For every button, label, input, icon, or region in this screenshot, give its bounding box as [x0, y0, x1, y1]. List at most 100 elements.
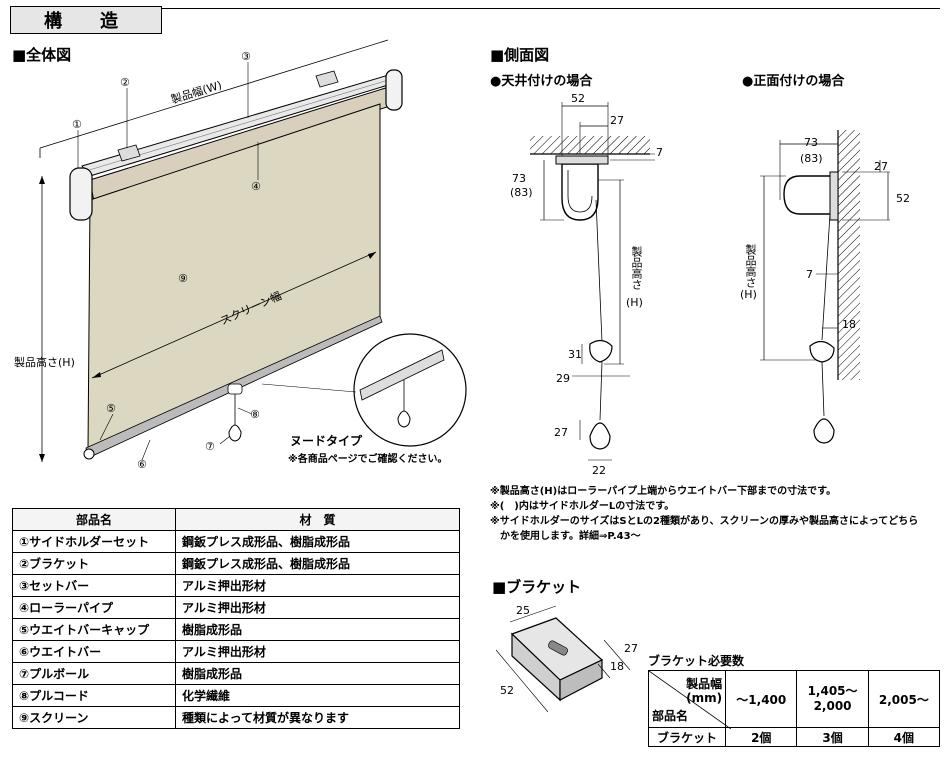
- header-material: 材 質: [175, 508, 460, 531]
- part-name: ②ブラケット: [12, 552, 176, 575]
- corner-bottom: 部品名: [652, 709, 689, 723]
- table-header-row: 部品名 材 質: [12, 508, 460, 531]
- table-row: ④ローラーパイプアルミ押出形材: [12, 596, 460, 619]
- overall-heading: ■全体図: [12, 46, 72, 64]
- row-label: ブラケット: [647, 727, 727, 747]
- table-row: ⑦プルボール樹脂成形品: [12, 662, 460, 685]
- corner-top: 製品幅: [686, 677, 723, 691]
- title-rule: [162, 8, 940, 9]
- part-material: 鋼鈑プレス成形品、樹脂成形品: [175, 530, 460, 553]
- ceiling-dim-22: 22: [592, 464, 606, 477]
- bracket-dim-18: 18: [610, 660, 624, 673]
- label-set-bar: ③: [241, 50, 251, 63]
- front-heading: ●正面付けの場合: [742, 74, 845, 89]
- front-dim-52: 52: [896, 192, 910, 205]
- part-name: ⑨スクリーン: [12, 706, 176, 729]
- bracket-dim-25: 25: [516, 604, 530, 617]
- page-title: 構 造: [10, 6, 162, 34]
- part-material: 種類によって材質が異なります: [175, 706, 460, 729]
- ceiling-height-h: (H): [626, 296, 643, 309]
- bracket-dim-27: 27: [624, 642, 638, 655]
- ceiling-dim-7: 7: [656, 146, 663, 159]
- ceiling-dim-27b: 27: [554, 426, 568, 439]
- part-name: ⑦プルボール: [12, 662, 176, 685]
- overall-diagram: [39, 39, 467, 462]
- parts-table: 部品名 材 質 ①サイドホルダーセット鋼鈑プレス成形品、樹脂成形品 ②ブラケット…: [12, 508, 460, 729]
- label-screen: ⑨: [178, 272, 188, 285]
- part-material: アルミ押出形材: [175, 574, 460, 597]
- bracket-count: 2個: [725, 727, 798, 747]
- side-heading: ■側面図: [490, 46, 550, 64]
- bracket-count-table: 製品幅 (mm) 部品名 ～1,400 1,405～ 2,000 2,005～ …: [647, 670, 941, 747]
- table-row: ③セットバーアルミ押出形材: [12, 574, 460, 597]
- note-line: かを使用します。詳細⇒P.43～: [490, 531, 641, 542]
- table-row: ブラケット 2個 3個 4個: [647, 727, 941, 747]
- front-height-label: 製品高さ: [744, 244, 757, 288]
- label-product-height: 製品高さ(H): [14, 356, 75, 369]
- corner-cell: 製品幅 (mm) 部品名: [647, 670, 731, 729]
- label-nude-type: ヌードタイプ: [290, 434, 363, 448]
- front-dim-7: 7: [806, 268, 813, 281]
- note-line: ※サイドホルダーのサイズはSとLの2種類があり、スクリーンの厚みや製品高さによっ…: [490, 516, 919, 527]
- bracket-table-caption: ブラケット必要数: [648, 654, 745, 668]
- ceiling-height-label: 製品高さ: [630, 246, 643, 290]
- ceiling-dim-83: (83): [510, 186, 533, 199]
- part-material: 樹脂成形品: [175, 662, 460, 685]
- part-material: アルミ押出形材: [175, 596, 460, 619]
- ceiling-dim-31: 31: [568, 348, 582, 361]
- part-material: 化学繊維: [175, 684, 460, 707]
- ceiling-dim-29: 29: [556, 372, 570, 385]
- table-row: ①サイドホルダーセット鋼鈑プレス成形品、樹脂成形品: [12, 530, 460, 553]
- label-pull-ball: ⑦: [205, 440, 215, 453]
- bracket-right-shape: [315, 70, 339, 88]
- col-width-range: 2,005～: [867, 670, 941, 728]
- bracket-diagram: [495, 605, 631, 713]
- front-height-h: (H): [740, 288, 757, 301]
- front-dim-18: 18: [842, 318, 856, 331]
- note-line: ※( )内はサイドホルダーLの寸法です。: [490, 501, 675, 512]
- table-row: ⑨スクリーン種類によって材質が異なります: [12, 706, 460, 729]
- ceiling-dim-73: 73: [512, 172, 526, 185]
- bracket-heading: ■ブラケット: [492, 578, 582, 596]
- table-row: ②ブラケット鋼鈑プレス成形品、樹脂成形品: [12, 552, 460, 575]
- label-bracket: ②: [120, 76, 130, 89]
- front-dim-73: 73: [804, 136, 818, 149]
- label-roller-pipe: ④: [251, 180, 261, 193]
- side-holder-left: [69, 167, 93, 221]
- part-material: アルミ押出形材: [175, 640, 460, 663]
- bracket-count: 4個: [867, 727, 941, 747]
- label-weight-bar-cap: ⑤: [106, 402, 116, 415]
- ceiling-heading: ●天井付けの場合: [490, 74, 593, 89]
- table-header-row: 製品幅 (mm) 部品名 ～1,400 1,405～ 2,000 2,005～: [647, 670, 941, 729]
- table-row: ⑥ウエイトバーアルミ押出形材: [12, 640, 460, 663]
- part-material: 鋼鈑プレス成形品、樹脂成形品: [175, 552, 460, 575]
- front-dim-27: 27: [874, 160, 888, 173]
- bracket-left-shape: [117, 144, 141, 162]
- corner-unit: (mm): [686, 691, 723, 705]
- part-name: ⑥ウエイトバー: [12, 640, 176, 663]
- ceiling-dim-27: 27: [610, 114, 624, 127]
- part-name: ①サイドホルダーセット: [12, 530, 176, 553]
- label-check-note: ※各商品ページでご確認ください。: [288, 454, 448, 465]
- part-name: ④ローラーパイプ: [12, 596, 176, 619]
- ceiling-mount-diagram: [530, 102, 655, 461]
- table-row: ⑤ウエイトバーキャップ樹脂成形品: [12, 618, 460, 641]
- table-row: ⑧プルコード化学繊維: [12, 684, 460, 707]
- col-width-range: ～1,400: [725, 670, 798, 728]
- part-material: 樹脂成形品: [175, 618, 460, 641]
- label-pull-cord: ⑧: [250, 408, 260, 421]
- notes-block: ※製品高さ(H)はローラーパイプ上端からウエイトバー下部までの寸法です。 ※( …: [490, 484, 918, 544]
- col-width-range: 1,405～ 2,000: [796, 670, 869, 728]
- part-name: ⑤ウエイトバーキャップ: [12, 618, 176, 641]
- front-mount-diagram: [760, 130, 890, 444]
- part-name: ③セットバー: [12, 574, 176, 597]
- label-side-holder: ①: [72, 118, 82, 131]
- side-holder-right: [385, 69, 403, 111]
- bracket-dim-52: 52: [500, 684, 514, 697]
- label-weight-bar: ⑥: [137, 458, 147, 471]
- note-line: ※製品高さ(H)はローラーパイプ上端からウエイトバー下部までの寸法です。: [490, 486, 837, 497]
- header-part-name: 部品名: [12, 508, 176, 531]
- part-name: ⑧プルコード: [12, 684, 176, 707]
- bracket-count: 3個: [796, 727, 869, 747]
- ceiling-dim-52: 52: [571, 92, 585, 105]
